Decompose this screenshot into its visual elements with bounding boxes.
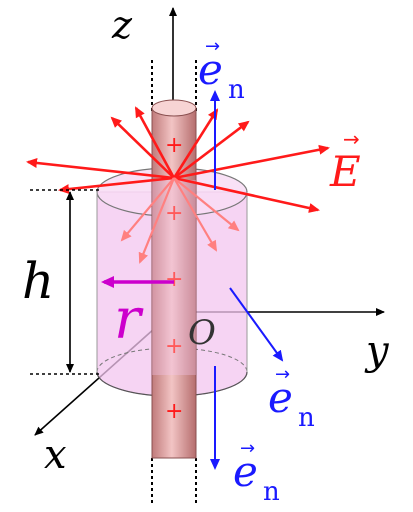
field-label: → E (329, 127, 361, 196)
normal-label-top: → e n (198, 36, 245, 105)
radius-label: r (114, 287, 144, 352)
y-axis-label: y (364, 328, 390, 374)
origin-label: O (188, 313, 216, 353)
svg-text:n: n (228, 75, 245, 105)
field-arrows-inner (120, 177, 240, 264)
svg-text:e: e (233, 447, 258, 496)
svg-text:→: → (240, 438, 255, 459)
charge-signs: + + + + + (165, 133, 183, 424)
height-label: h (22, 252, 54, 310)
height-dimension (30, 189, 100, 375)
normal-vectors (210, 90, 284, 470)
svg-text:e: e (268, 373, 293, 422)
svg-text:n: n (263, 477, 280, 507)
svg-text:→: → (343, 127, 360, 151)
rod-extension-dotted-lines (151, 60, 197, 505)
svg-text:n: n (298, 403, 315, 433)
x-axis-label: x (44, 432, 67, 478)
svg-text:→: → (275, 364, 290, 385)
charge-sign: + (165, 133, 183, 158)
z-axis-label: z (111, 3, 133, 47)
field-arrows (26, 106, 330, 213)
charge-sign: + (165, 201, 183, 226)
normal-label-bottom: → e n (233, 438, 280, 507)
normal-label-side: → e n (268, 364, 315, 433)
svg-text:e: e (198, 45, 223, 94)
charge-sign: + (165, 334, 183, 359)
svg-text:E: E (329, 147, 361, 196)
charge-sign: + (165, 399, 183, 424)
charge-sign: + (165, 267, 183, 292)
svg-text:→: → (205, 36, 220, 57)
